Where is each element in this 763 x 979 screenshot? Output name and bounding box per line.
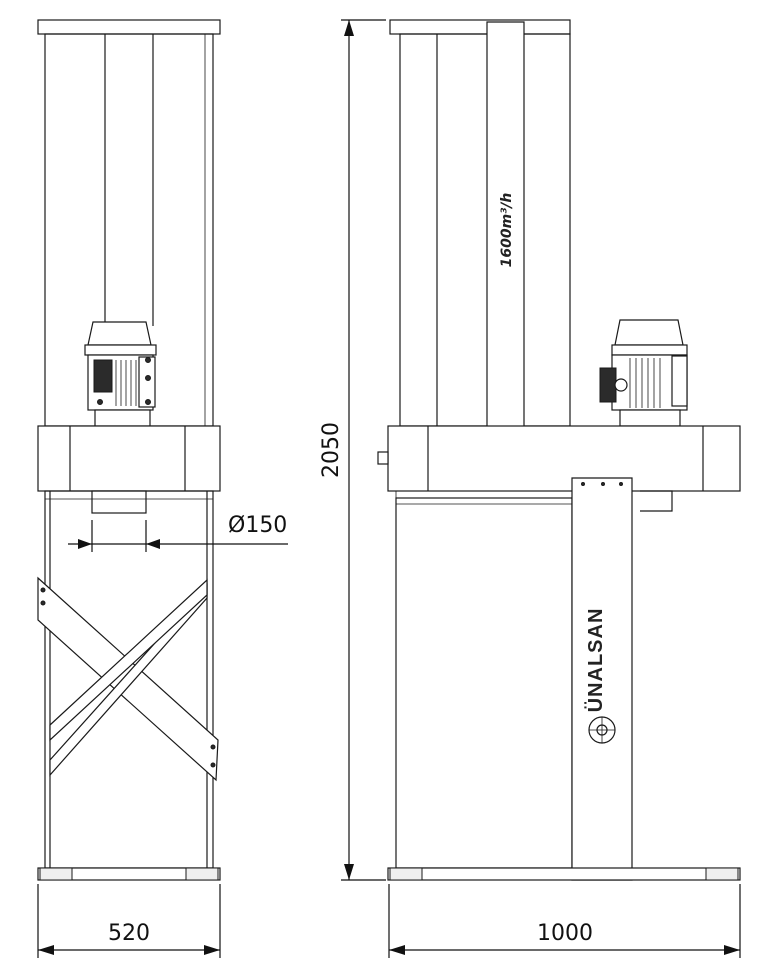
side-fan-housing (387, 425, 741, 492)
brand-logo (588, 716, 616, 744)
outlet-diameter-label: Ø150 (228, 513, 287, 538)
dimension-height: 2050 (319, 19, 386, 881)
side-view: 1600m³/h (377, 19, 741, 881)
front-view (37, 19, 221, 881)
height-label: 2050 (319, 422, 344, 478)
side-lower-body (395, 497, 573, 869)
dimension-width-side: 1000 (388, 884, 741, 958)
width-side-label: 1000 (537, 921, 593, 946)
side-motor (599, 319, 688, 427)
side-top-cap (389, 19, 571, 35)
front-outlet (91, 490, 147, 514)
airflow-label: 1600m³/h (499, 193, 515, 268)
dimension-outlet-diameter: Ø150 (68, 513, 288, 552)
side-stub (377, 451, 389, 465)
front-fan-housing (37, 425, 221, 492)
side-upper-housing (399, 33, 571, 427)
side-base (387, 867, 741, 881)
front-cross-braces (37, 576, 219, 782)
front-top-cap (37, 19, 221, 35)
brand-label: ÜNALSAN (584, 608, 607, 713)
dimension-width-front: 520 (37, 884, 221, 958)
front-base (37, 867, 221, 881)
front-motor (84, 321, 157, 427)
width-front-label: 520 (108, 921, 150, 946)
